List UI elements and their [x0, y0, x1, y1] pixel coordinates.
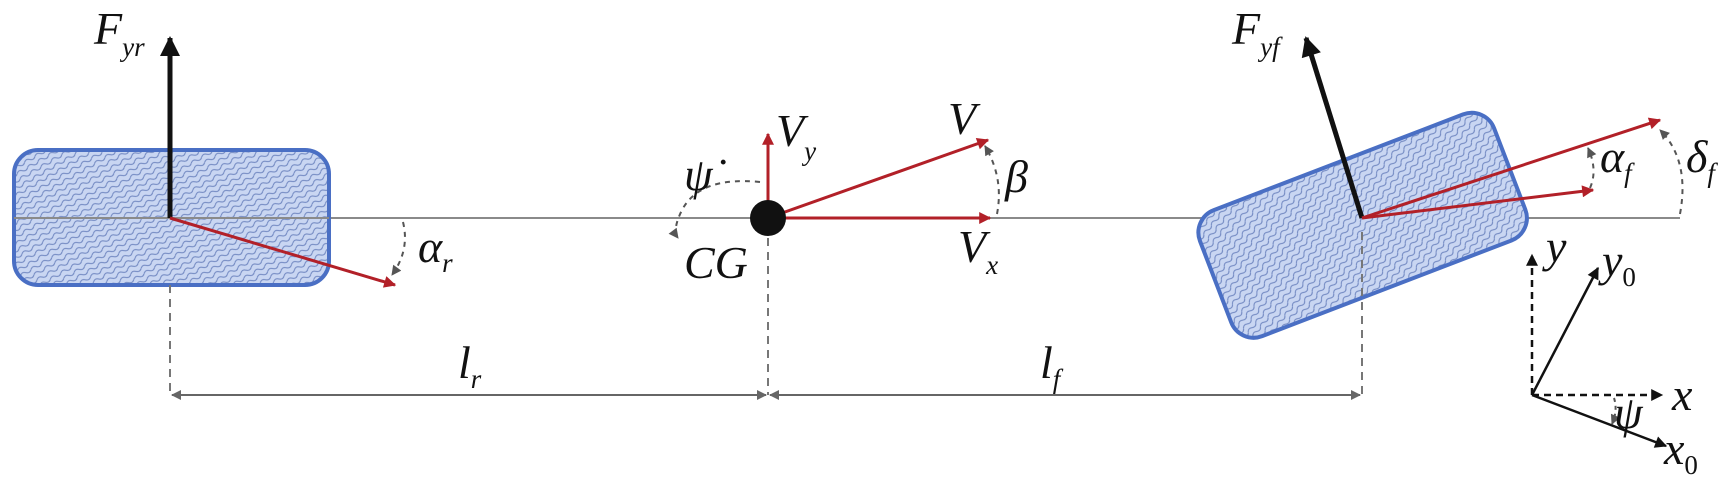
delta-f-label: δf [1686, 131, 1718, 188]
alpha-r-arc [391, 221, 406, 276]
front-wheel-heading-arrow [1361, 117, 1662, 220]
axis-y-label: y [1542, 221, 1567, 272]
v-label: V [948, 93, 981, 144]
lf-label: lf [1040, 337, 1064, 394]
front-lateral-force-arrow [1301, 36, 1365, 219]
delta-f-arc [1659, 129, 1684, 215]
beta-arc [984, 145, 1000, 215]
psi-frame-arc [1610, 397, 1621, 425]
fyr-label: Fyr [93, 3, 145, 62]
axis-x-label: x [1671, 369, 1693, 420]
vy-label: Vy [776, 105, 816, 166]
v-arrow [767, 137, 990, 220]
alpha-f-arc [1587, 147, 1597, 189]
cg-point [750, 200, 786, 236]
axis-y0-arrow [1530, 266, 1600, 396]
axis-x0-arrow [1531, 393, 1668, 448]
psi-frame-label: ψ [1614, 387, 1644, 438]
axis-y0-label: y0 [1598, 235, 1636, 292]
front-tire-velocity-arrow [1361, 185, 1595, 220]
rear-tire-velocity-arrow [169, 216, 397, 288]
alpha-f-label: αf [1600, 131, 1635, 188]
psi-dot-label: ψ̇ [684, 149, 727, 200]
axis-x0-label: x0 [1663, 423, 1698, 480]
beta-label: β [1004, 151, 1028, 202]
lr-label: lr [458, 337, 482, 394]
vx-label: Vx [958, 221, 998, 280]
fyf-label: Fyf [1231, 3, 1283, 62]
cg-label: CG [684, 237, 748, 288]
psi-dot-arc [668, 180, 761, 239]
alpha-r-label: αr [418, 221, 453, 278]
